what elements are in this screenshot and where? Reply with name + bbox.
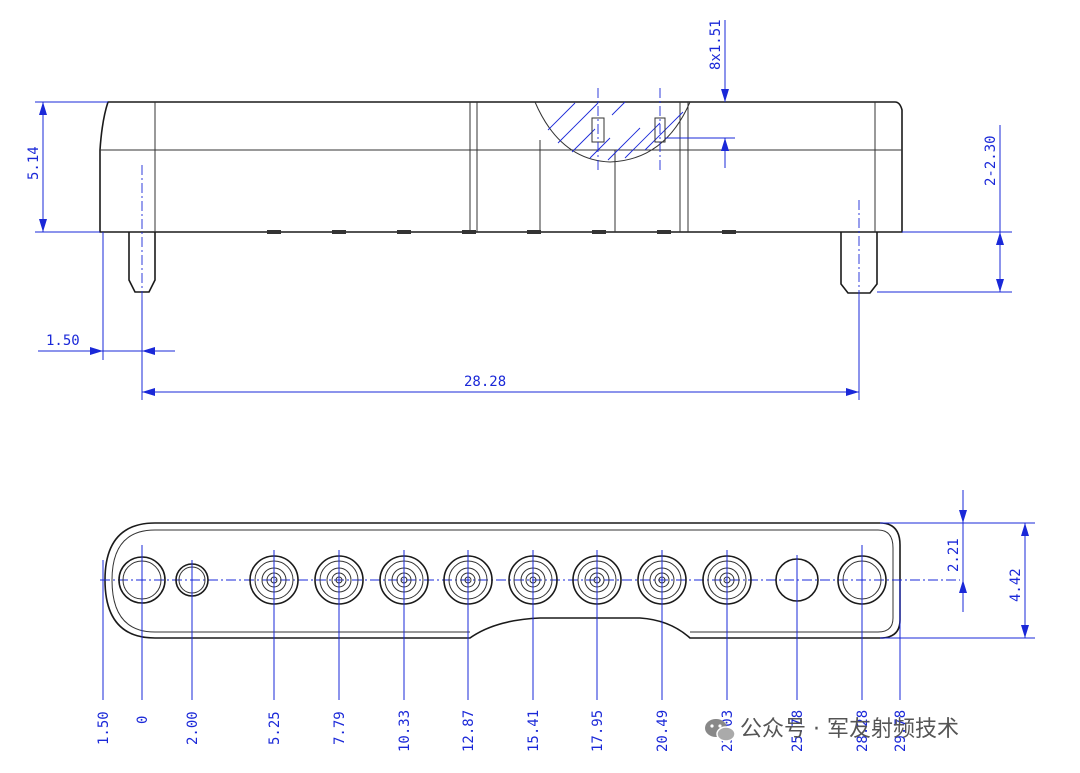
- section-hatching: [547, 101, 684, 161]
- pos-label: 7.79: [332, 711, 348, 745]
- wechat-icon: [705, 719, 736, 742]
- pos-label: 10.33: [397, 710, 413, 752]
- dim-half-width: 2.21: [946, 538, 962, 572]
- bottom-body-outline: [104, 522, 901, 639]
- dim-width: 4.42: [1008, 568, 1024, 602]
- pos-label: 28.28: [855, 710, 871, 752]
- position-leaders: [102, 545, 901, 700]
- pos-label: 17.95: [590, 710, 606, 752]
- dim-pin-offset: 1.50: [46, 333, 80, 349]
- pos-label: 29.78: [893, 710, 909, 752]
- bottom-view: [100, 522, 960, 639]
- pos-label: 20.49: [655, 710, 671, 752]
- pos-label: 15.41: [526, 710, 542, 752]
- pos-label: 5.25: [267, 711, 283, 745]
- position-labels: 1.50 0 2.00 5.25 7.79 10.33 12.87 15.41 …: [96, 710, 909, 752]
- side-dimensions: 5.14 1.50 28.28 2-2.30 8x1.51: [26, 19, 1012, 400]
- pos-label: 12.87: [461, 710, 477, 752]
- width-dimensions: 2.21 4.42: [880, 490, 1035, 639]
- bottom-inner-outline: [155, 529, 894, 633]
- watermark-text: 公众号 · 军友射频技术: [740, 717, 959, 742]
- pos-label: 25.78: [790, 710, 806, 752]
- pos-label: 0: [135, 716, 151, 724]
- dim-pin-length: 2-2.30: [983, 135, 999, 186]
- pos-label: 2.00: [185, 711, 201, 745]
- side-body-outline: [99, 101, 903, 233]
- pos-label: 1.50: [96, 711, 112, 745]
- watermark: 公众号 · 军友射频技术: [705, 717, 959, 742]
- bottom-pads: [267, 230, 736, 234]
- dim-span: 28.28: [464, 374, 506, 390]
- section-cutout: [534, 101, 691, 163]
- dim-height: 5.14: [26, 146, 42, 180]
- dim-pin-spacing: 8x1.51: [708, 19, 724, 70]
- bottom-inner-outline: [111, 529, 470, 633]
- side-view: [99, 88, 903, 300]
